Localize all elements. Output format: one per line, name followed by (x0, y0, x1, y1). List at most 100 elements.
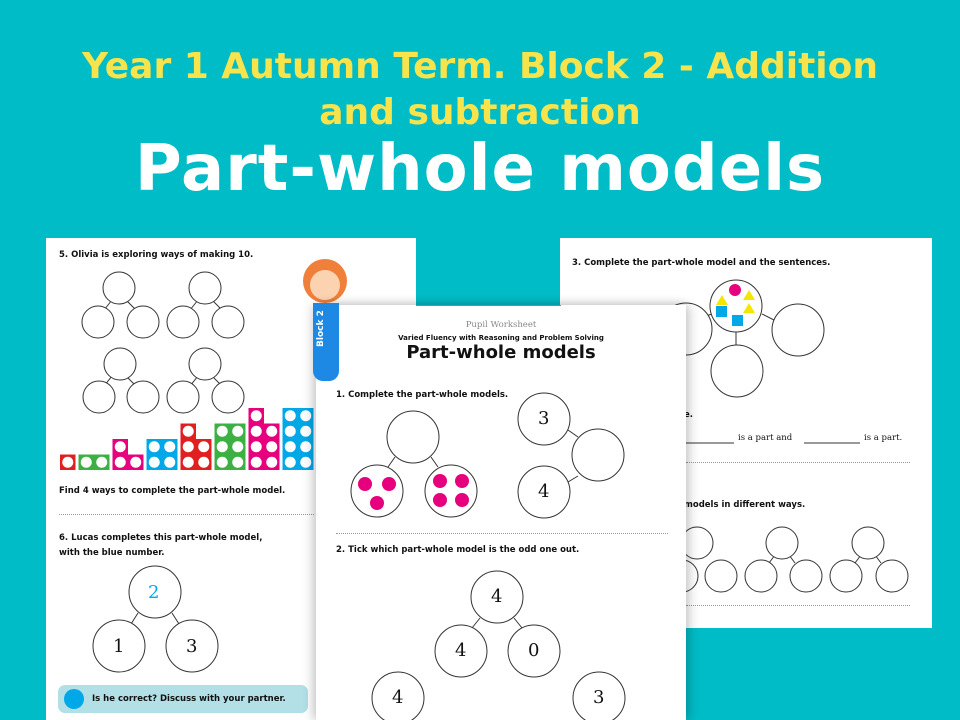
number-block-hole (114, 456, 126, 468)
number-block-hole (300, 456, 312, 468)
block-2-tab: Block 2 (313, 303, 339, 381)
part-circle (517, 465, 571, 519)
number-block-hole (266, 441, 278, 453)
number-block-hole (250, 410, 262, 422)
number-block-hole (266, 456, 278, 468)
number-block-hole (164, 456, 176, 468)
number-block-hole (250, 425, 262, 437)
blue-square (732, 315, 743, 326)
q5-task: Find 4 ways to complete the part-whole m… (59, 486, 286, 496)
number-block-hole (216, 441, 228, 453)
divider (59, 514, 314, 515)
speech-bubble-icon (64, 689, 84, 709)
part-number: 3 (186, 636, 198, 657)
number-block-hole (164, 441, 176, 453)
q1-text: 1. Complete the part-whole models. (336, 390, 509, 400)
yellow-triangle (743, 290, 755, 300)
number-block-hole (232, 441, 244, 453)
kicker: Pupil Worksheet (465, 320, 537, 330)
part-circle (710, 344, 764, 398)
number-block-hole (80, 456, 92, 468)
part-circle (771, 303, 825, 357)
yellow-triangle (716, 295, 728, 305)
number-block-hole (182, 425, 194, 437)
number-blocks (60, 408, 314, 470)
number-block-hole (284, 441, 296, 453)
number-block-hole (96, 456, 108, 468)
number-block-hole (130, 456, 142, 468)
number-block-hole (114, 441, 126, 453)
page-title: Part-whole models (134, 132, 826, 206)
callout-text: Is he correct? Discuss with your partner… (92, 694, 286, 704)
subtitle: Varied Fluency with Reasoning and Proble… (398, 334, 604, 342)
number-block-hole (284, 456, 296, 468)
number-block-hole (216, 425, 228, 437)
q2-text: 2. Tick which part-whole model is the od… (336, 545, 580, 555)
whole-number: 4 (392, 687, 404, 708)
callout-bar (58, 685, 308, 713)
sentence-fragment: e. (684, 410, 693, 420)
blue-square (716, 306, 727, 317)
part-whole-model-blank (744, 526, 823, 593)
q3-text: 3. Complete the part-whole model and the… (572, 258, 831, 268)
part-circle (507, 624, 561, 678)
part-circle (434, 624, 488, 678)
part-whole-model-blank (166, 271, 245, 339)
whole-number: 2 (148, 582, 160, 603)
header-line1: Year 1 Autumn Term. Block 2 - Addition (81, 46, 879, 87)
number-block-hole (284, 425, 296, 437)
header-line2: and subtraction (319, 92, 641, 133)
sentence-part-b: is a part. (864, 433, 903, 443)
part-whole-model-blank (82, 347, 160, 414)
number-block-hole (198, 441, 210, 453)
part-circle (424, 464, 478, 518)
pink-counter (729, 284, 741, 296)
divider (686, 462, 910, 463)
pink-counters (358, 474, 469, 510)
number-block-hole (284, 410, 296, 422)
whole-number: 4 (491, 586, 503, 607)
number-block-hole (148, 441, 160, 453)
number-block-hole (300, 425, 312, 437)
sentence-part-a: is a part and (738, 433, 793, 443)
whole-circle (571, 428, 625, 482)
yellow-triangle (743, 303, 755, 313)
number-block-hole (182, 441, 194, 453)
whole-circle (371, 671, 425, 720)
part-number: 0 (528, 640, 540, 661)
number-block-hole (148, 456, 160, 468)
whole-number: 3 (593, 687, 605, 708)
worksheet-title: Part-whole models (406, 342, 596, 363)
q4-fragment: models in different ways. (684, 500, 806, 510)
number-block-hole (250, 441, 262, 453)
number-block-hole (250, 456, 262, 468)
divider (336, 533, 668, 534)
divider (686, 605, 910, 606)
number-block-hole (300, 410, 312, 422)
number-block-hole (232, 425, 244, 437)
number-block-hole (232, 456, 244, 468)
part-number: 4 (538, 481, 550, 502)
number-block-hole (182, 456, 194, 468)
whole-circle (470, 570, 524, 624)
number-block-hole (300, 441, 312, 453)
number-block-hole (266, 425, 278, 437)
part-number: 4 (455, 640, 467, 661)
part-whole-model-blank (166, 347, 245, 414)
lucas-model (92, 565, 219, 673)
number-block-hole (216, 456, 228, 468)
q6-line2: with the blue number. (59, 548, 165, 558)
number-block-hole (198, 456, 210, 468)
part-circle (517, 392, 571, 446)
number-block-hole (62, 456, 74, 468)
whole-circle (386, 410, 440, 464)
part-number: 3 (538, 408, 550, 429)
part-whole-model-blank (81, 271, 160, 339)
part-number: 1 (113, 636, 125, 657)
q5-text: 5. Olivia is exploring ways of making 10… (59, 250, 254, 260)
whole-circle (572, 671, 626, 720)
q6-line1: 6. Lucas completes this part-whole model… (59, 533, 263, 543)
part-whole-model-blank (829, 526, 909, 593)
